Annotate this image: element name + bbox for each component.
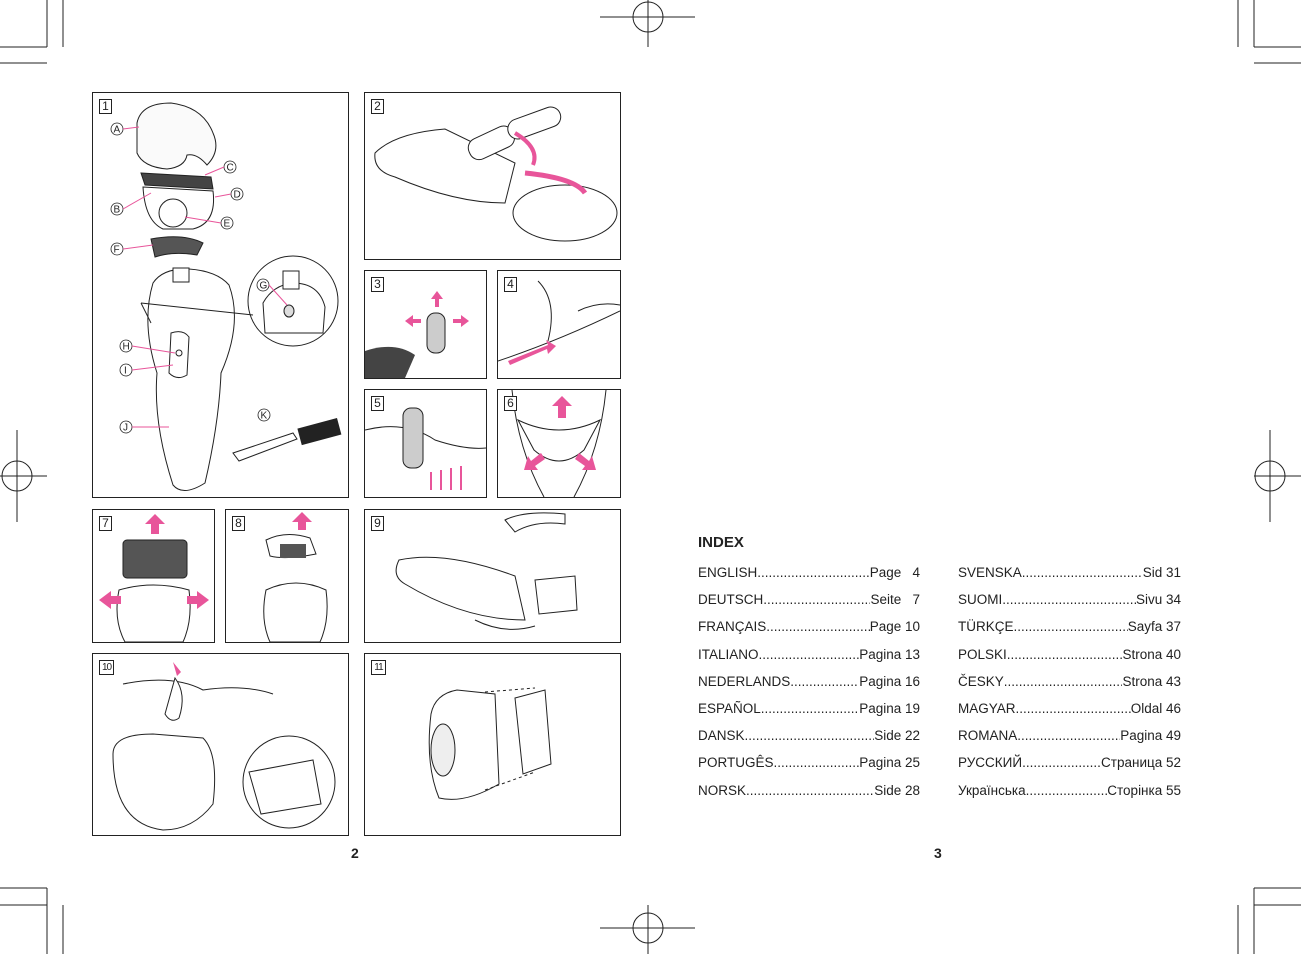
svg-text:H: H xyxy=(123,342,130,353)
index-row[interactable]: DANSKSide 22 xyxy=(698,728,920,755)
page-number-left: 2 xyxy=(351,845,359,861)
page-number-right: 3 xyxy=(934,845,942,861)
usage-illustration-4 xyxy=(497,280,621,365)
usage-illustration-6 xyxy=(511,389,607,498)
head-removal-illustration xyxy=(99,514,209,643)
label-C: C xyxy=(223,160,237,174)
index-row[interactable]: ČESKYStrona 43 xyxy=(958,674,1181,701)
index-row[interactable]: DEUTSCHSeite 7 xyxy=(698,592,920,619)
label-A: A xyxy=(110,122,124,136)
panel-number: 11 xyxy=(371,660,386,675)
index-row[interactable]: SVENSKASid 31 xyxy=(958,565,1181,592)
epilation-head-illustration xyxy=(263,512,328,643)
panel-number: 1 xyxy=(99,99,112,114)
rinsing-illustration xyxy=(395,512,578,630)
label-B: B xyxy=(110,202,124,216)
figure-panel-2: 2 xyxy=(364,92,621,260)
panel-number: 4 xyxy=(504,277,517,292)
index-row[interactable]: ENGLISHPage 4 xyxy=(698,565,920,592)
index-row[interactable]: ESPAÑOLPagina 19 xyxy=(698,701,920,728)
label-D: D xyxy=(230,187,244,201)
svg-text:D: D xyxy=(234,190,241,201)
figure-panel-6: 6 xyxy=(497,389,621,498)
figure-panel-7: 7 xyxy=(92,509,215,643)
panel-number: 6 xyxy=(504,396,517,411)
index-row[interactable]: РУССКИЙСтраница 52 xyxy=(958,755,1181,782)
figure-panel-10: 10 xyxy=(92,653,349,836)
figure-panel-1: 1 A C xyxy=(92,92,349,498)
figure-panel-9: 9 xyxy=(364,509,621,643)
index-row[interactable]: MAGYAROldal 46 xyxy=(958,701,1181,728)
index-row[interactable]: ITALIANOPagina 13 xyxy=(698,647,920,674)
label-K: K xyxy=(257,408,271,422)
svg-text:C: C xyxy=(227,163,234,174)
label-F: F xyxy=(110,242,124,256)
index-row[interactable]: PORTUGÊSPagina 25 xyxy=(698,755,920,782)
frame-assembly-illustration xyxy=(428,687,552,800)
epilator-parts-illustration: A C D B E F G H I K J xyxy=(110,102,342,491)
label-E: E xyxy=(220,216,234,230)
label-I: I xyxy=(119,363,133,377)
index-title: INDEX xyxy=(698,534,744,551)
battery-insertion-illustration xyxy=(374,106,618,242)
index-column-right: SVENSKASid 31 SUOMISivu 34 TÜRKÇESayfa 3… xyxy=(958,565,1181,810)
usage-illustration-5 xyxy=(364,407,487,490)
svg-text:G: G xyxy=(260,281,268,292)
figure-panel-11: 11 xyxy=(364,653,621,836)
svg-text:B: B xyxy=(114,205,121,216)
panel-number: 2 xyxy=(371,99,384,114)
index-row[interactable]: SUOMISivu 34 xyxy=(958,592,1181,619)
index-row[interactable]: POLSKIStrona 40 xyxy=(958,647,1181,674)
svg-text:A: A xyxy=(114,125,121,136)
panel-number: 7 xyxy=(99,516,112,531)
figure-panel-4: 4 xyxy=(497,270,621,379)
index-row[interactable]: УкраїнськаСторінка 55 xyxy=(958,783,1181,810)
svg-text:E: E xyxy=(224,219,231,230)
index-column-left: ENGLISHPage 4 DEUTSCHSeite 7 FRANÇAISPag… xyxy=(698,565,920,810)
index-row[interactable]: ROMANAPagina 49 xyxy=(958,728,1181,755)
label-G: G xyxy=(256,278,270,292)
svg-text:F: F xyxy=(114,245,120,256)
index-row[interactable]: NORSKSide 28 xyxy=(698,783,920,810)
figure-panel-8: 8 xyxy=(225,509,349,643)
figure-panel-3: 3 xyxy=(364,270,487,379)
svg-text:K: K xyxy=(261,411,268,422)
panel-number: 10 xyxy=(99,660,114,675)
usage-illustration-3 xyxy=(365,291,469,378)
index-row[interactable]: TÜRKÇESayfa 37 xyxy=(958,619,1181,646)
panel-number: 8 xyxy=(232,516,245,531)
panel-number: 9 xyxy=(371,516,384,531)
index-row[interactable]: NEDERLANDSPagina 16 xyxy=(698,674,920,701)
panel-number: 3 xyxy=(371,277,384,292)
panel-number: 5 xyxy=(371,396,384,411)
figure-panel-5: 5 xyxy=(364,389,487,498)
label-J: J xyxy=(119,420,133,434)
svg-text:J: J xyxy=(123,423,128,434)
label-H: H xyxy=(119,339,133,353)
cleaning-illustration xyxy=(112,662,336,831)
index-row[interactable]: FRANÇAISPage 10 xyxy=(698,619,920,646)
svg-text:I: I xyxy=(124,366,127,377)
